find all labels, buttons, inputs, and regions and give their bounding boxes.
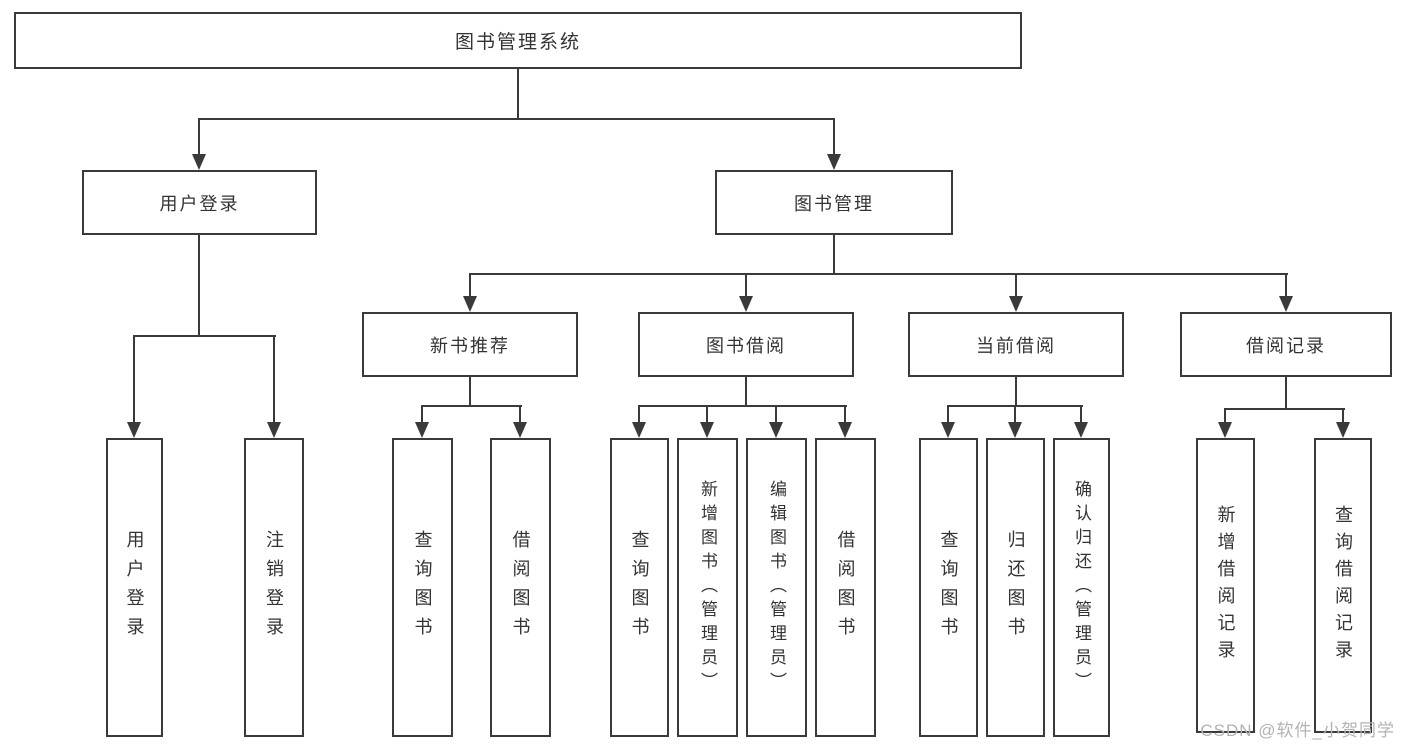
node-new-book-recommend: 新书推荐 [362,312,578,377]
connector-line [198,118,200,156]
connector-line [745,377,747,407]
connector-line [1015,273,1017,298]
leaf-label: 借阅图书 [510,529,531,646]
node-leaf-br-add-record: 新增借阅记录 [1196,438,1255,733]
connector-line [638,405,640,424]
arrow-down-icon [739,296,753,312]
connector-line [519,405,521,424]
arrow-down-icon [463,296,477,312]
arrow-down-icon [769,422,783,438]
arrow-down-icon [267,422,281,438]
connector-line [198,118,835,120]
arrow-down-icon [1009,296,1023,312]
connector-line [133,335,135,424]
leaf-label: 用户登录 [124,529,145,646]
node-library-system: 图书管理系统 [14,12,1022,69]
arrow-down-icon [1336,422,1350,438]
connector-line [133,335,276,337]
node-leaf-nb-query-books: 查询图书 [392,438,453,737]
leaf-label: 注销登录 [264,529,284,646]
csdn-watermark: CSDN @软件_小贺同学 [1200,721,1395,740]
connector-line [706,405,708,424]
node-leaf-logout: 注销登录 [244,438,304,737]
connector-line [198,235,200,337]
node-borrowing-records: 借阅记录 [1180,312,1392,377]
connector-line [421,405,423,424]
arrow-down-icon [127,422,141,438]
leaf-label: 借阅图书 [835,529,856,646]
leaf-label: 查询图书 [938,529,959,646]
connector-line [638,405,847,407]
connector-line [469,377,471,407]
leaf-label: 查询图书 [629,529,650,646]
arrow-down-icon [838,422,852,438]
connector-line [833,235,835,275]
node-current-borrowing: 当前借阅 [908,312,1124,377]
connector-line [1285,377,1287,410]
arrow-down-icon [700,422,714,438]
node-leaf-bb-add-books: 新增图书（管理员） [677,438,738,737]
node-leaf-cb-query-books: 查询图书 [919,438,978,737]
arrow-down-icon [513,422,527,438]
node-leaf-cb-confirm-return: 确认归还（管理员） [1053,438,1110,737]
node-user-login: 用户登录 [82,170,317,235]
connector-line [833,118,835,156]
node-leaf-bb-borrow-books: 借阅图书 [815,438,876,737]
arrow-down-icon [1218,422,1232,438]
connector-line [1080,405,1082,424]
node-book-borrowing: 图书借阅 [638,312,854,377]
connector-line [469,273,1288,275]
arrow-down-icon [632,422,646,438]
connector-line [273,335,275,424]
arrow-down-icon [1279,296,1293,312]
leaf-label: 新增借阅记录 [1215,504,1236,667]
arrow-down-icon [1074,422,1088,438]
connector-line [947,405,949,424]
leaf-label: 查询图书 [412,529,433,646]
arrow-down-icon [415,422,429,438]
node-leaf-bb-edit-books: 编辑图书（管理员） [746,438,807,737]
leaf-label: 新增图书（管理员） [698,479,717,696]
connector-line [469,273,471,298]
leaf-label: 编辑图书（管理员） [767,479,786,696]
node-leaf-bb-query-books: 查询图书 [610,438,669,737]
node-leaf-cb-return-books: 归还图书 [986,438,1045,737]
arrow-down-icon [192,154,206,170]
leaf-label: 归还图书 [1005,529,1026,646]
node-leaf-nb-borrow-books: 借阅图书 [490,438,551,737]
connector-line [517,69,519,120]
connector-line [745,273,747,298]
arrow-down-icon [941,422,955,438]
node-book-management: 图书管理 [715,170,953,235]
connector-line [1342,408,1344,424]
connector-line [1224,408,1345,410]
leaf-label: 查询借阅记录 [1333,504,1353,667]
connector-line [1014,405,1016,424]
connector-line [1015,377,1017,407]
connector-line [1285,273,1287,298]
arrow-down-icon [1008,422,1022,438]
node-leaf-br-query-record: 查询借阅记录 [1314,438,1372,733]
connector-line [1224,408,1226,424]
leaf-label: 确认归还（管理员） [1072,479,1091,696]
connector-line [421,405,522,407]
node-leaf-user-login: 用户登录 [106,438,163,737]
connector-line [844,405,846,424]
connector-line [775,405,777,424]
arrow-down-icon [827,154,841,170]
